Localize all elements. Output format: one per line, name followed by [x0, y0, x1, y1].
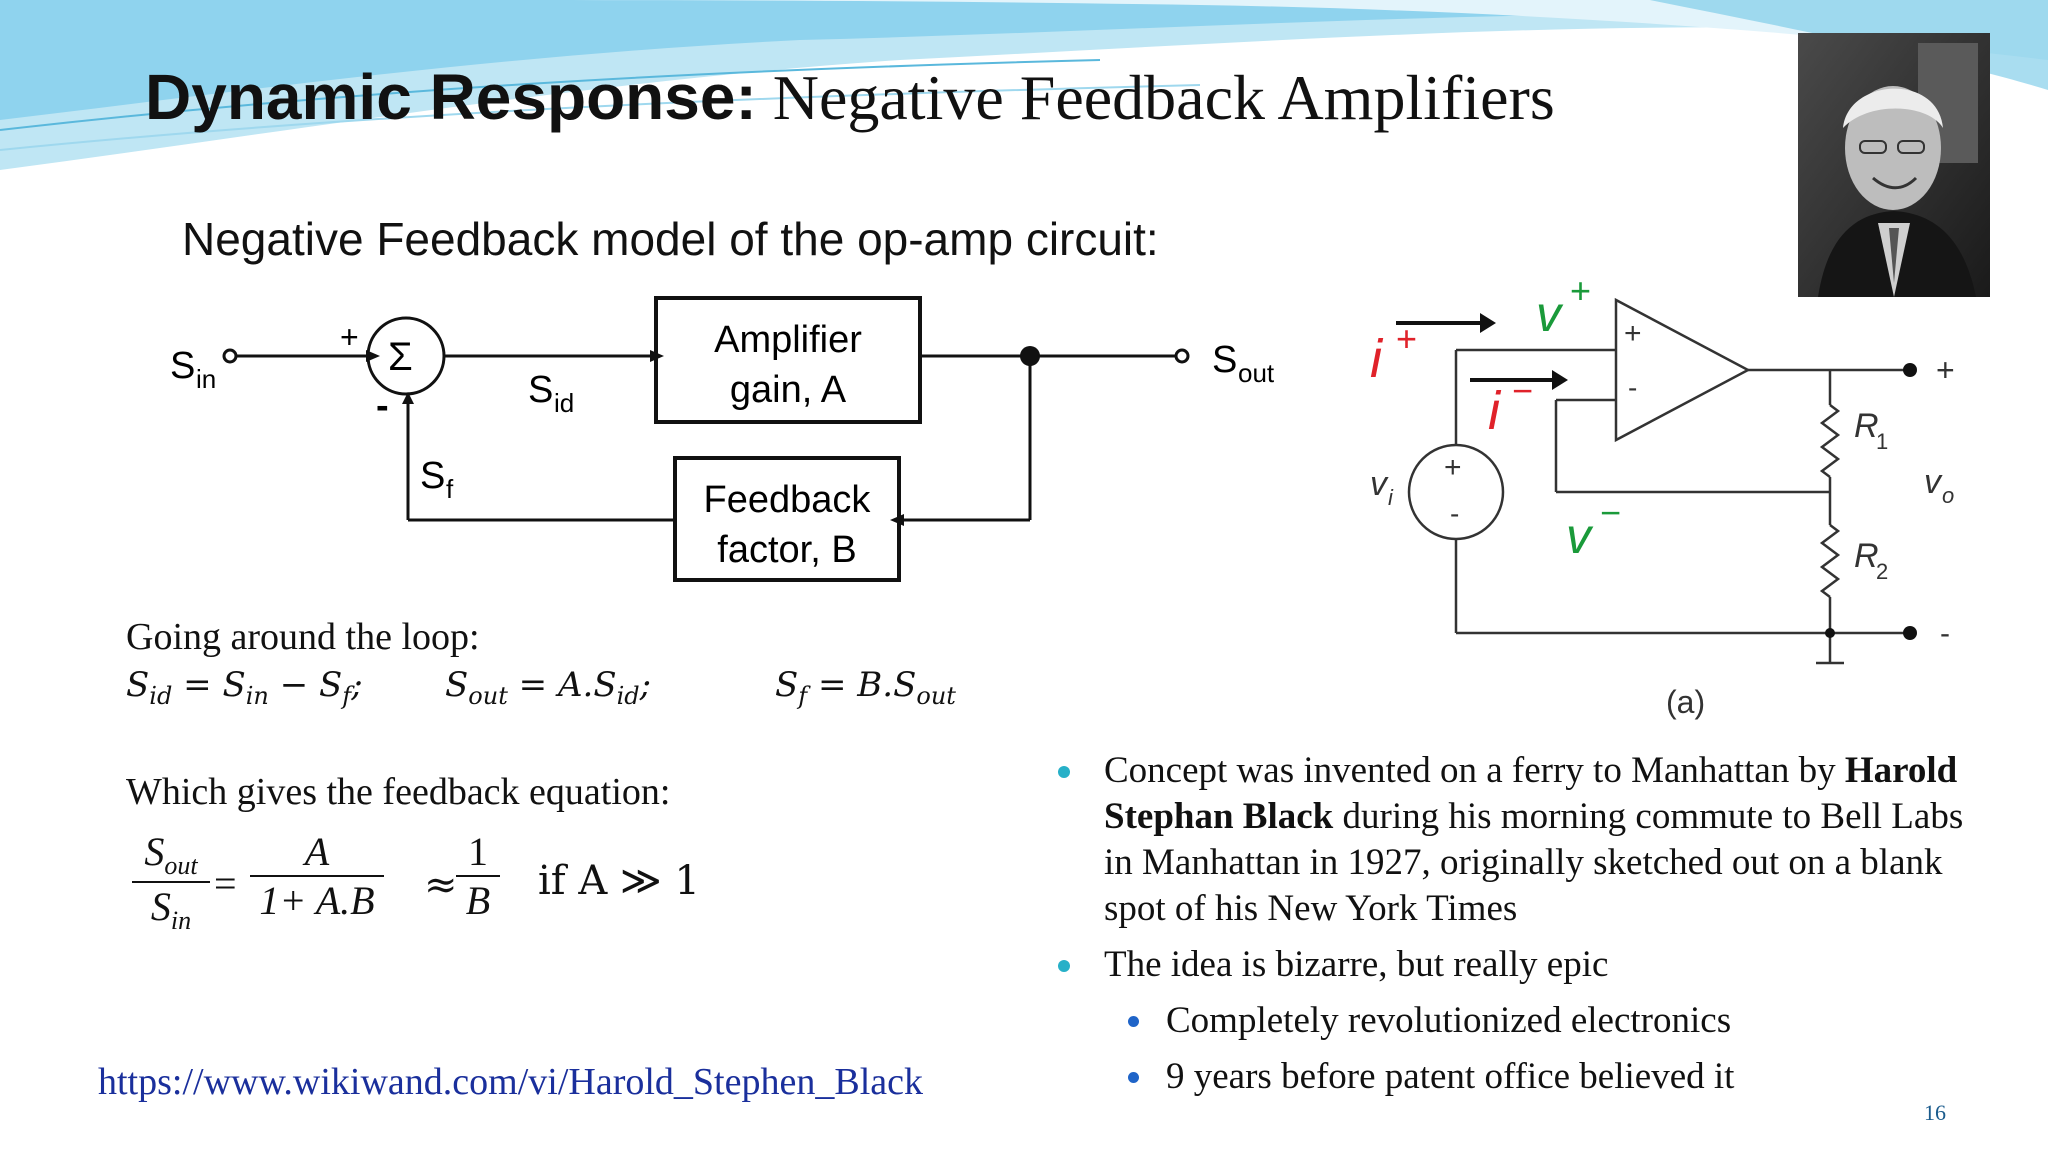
eq2-b: = A.S	[507, 665, 617, 705]
output-minus: -	[1940, 617, 1950, 650]
sf-label: S	[420, 455, 445, 497]
source-plus: +	[1444, 451, 1462, 484]
bullet-invention-name: Harold Stephan Black	[1104, 750, 1958, 837]
loop-heading: Going around the loop:	[126, 616, 480, 658]
vi-label: v	[1370, 465, 1389, 503]
equals-sign: =	[214, 861, 237, 906]
amplifier-line2: gain, A	[730, 369, 847, 411]
lhs-fraction: Sout Sin	[132, 828, 210, 936]
lhs-num-sub: out	[164, 851, 198, 880]
output-plus: +	[1936, 352, 1955, 388]
vo-sub: o	[1942, 483, 1954, 508]
r1-sub: 1	[1876, 429, 1888, 454]
opamp-circuit: + - + - i + i − v + v − v i R 1 R 2 v o …	[1370, 270, 1955, 720]
title-rest: Negative Feedback Amplifiers	[756, 62, 1555, 133]
feedback-condition: if A ≫ 1	[538, 858, 700, 904]
bullet-invention-pre: Concept was invented on a ferry to Manha…	[1104, 750, 1845, 791]
bullet-list: Concept was invented on a ferry to Manha…	[1058, 748, 1998, 1100]
bullet-patent: 9 years before patent office believed it	[1058, 1054, 1998, 1100]
bullet-invention-post: during his morning commute to Bell Labs …	[1104, 796, 1964, 929]
inverting-minus: -	[1628, 372, 1637, 403]
lhs-den: S	[150, 884, 171, 929]
rhs-num: 1	[468, 829, 488, 874]
v-minus-label: v	[1566, 508, 1594, 564]
i-plus-sup: +	[1396, 318, 1417, 359]
page-number: 16	[1924, 1100, 1946, 1125]
approx-sign: ≈	[424, 862, 458, 908]
bullet-revolutionized: Completely revolutionized electronics	[1058, 998, 1998, 1044]
input-label-sub: in	[196, 364, 216, 394]
feedback-block-diagram: S in Σ + - S id S f Amplifier gain, A Fe…	[170, 296, 1275, 582]
loop-equation-3: Sf = B.Sout	[775, 665, 956, 710]
eq3-b: = B.S	[807, 665, 917, 705]
bullet-idea: The idea is bizarre, but really epic	[1058, 942, 1998, 988]
loop-equation-1: Sid = Sin − Sf;	[126, 665, 363, 710]
circuit-caption: (a)	[1666, 684, 1705, 720]
v-plus-label: v	[1536, 286, 1564, 342]
eq2-b-sub: id	[616, 681, 640, 710]
slide-title: Dynamic Response: Negative Feedback Ampl…	[145, 62, 1555, 133]
amplifier-line1: Amplifier	[714, 319, 862, 361]
title-bold: Dynamic Response:	[145, 61, 757, 133]
r2-label: R	[1854, 537, 1879, 575]
mid-fraction: A 1+ A.B	[250, 828, 384, 924]
i-minus-sup: −	[1512, 370, 1533, 411]
r1-label: R	[1854, 407, 1879, 445]
mid-num: A	[304, 829, 330, 874]
eq1-a: S	[126, 665, 150, 705]
sum-plus: +	[340, 319, 359, 355]
sid-label: S	[528, 369, 553, 411]
i-plus-label: i	[1370, 329, 1384, 389]
noninverting-plus: +	[1624, 317, 1642, 350]
vi-sub: i	[1388, 485, 1394, 510]
input-label: S	[170, 345, 195, 387]
subtitle: Negative Feedback model of the op-amp ci…	[182, 213, 1159, 265]
feedback-heading: Which gives the feedback equation:	[126, 771, 671, 813]
sum-minus: -	[376, 385, 389, 427]
output-label: S	[1212, 339, 1237, 381]
eq2-a: S	[445, 665, 469, 705]
rhs-den: B	[456, 875, 500, 924]
mid-den: 1+ A.B	[250, 875, 384, 924]
eq3-b-sub: out	[916, 681, 956, 710]
eq2-end: ;	[639, 665, 652, 705]
lhs-den-sub: in	[170, 906, 192, 935]
loop-equation-2: Sout = A.Sid;	[445, 665, 651, 710]
eq1-a-sub: id	[149, 681, 173, 710]
portrait-photo	[1798, 33, 1990, 297]
rhs-fraction: 1 B	[456, 828, 500, 924]
eq1-b-sub: in	[245, 681, 269, 710]
output-label-sub: out	[1238, 358, 1275, 388]
eq3-a: S	[775, 665, 799, 705]
sf-sub: f	[446, 474, 454, 504]
eq2-a-sub: out	[468, 681, 508, 710]
eq1-end: ;	[351, 665, 363, 705]
eq3-a-sub: f	[798, 681, 808, 710]
feedback-line2: factor, B	[717, 529, 856, 571]
eq1-c-sub: f	[342, 681, 352, 710]
lhs-num: S	[144, 829, 165, 874]
i-minus-label: i	[1488, 381, 1502, 441]
eq1-b: = S	[172, 665, 246, 705]
background-waves	[0, 0, 2048, 170]
sid-sub: id	[554, 388, 574, 418]
vo-label: v	[1924, 463, 1943, 501]
v-minus-sup: −	[1600, 492, 1621, 533]
feedback-line1: Feedback	[704, 479, 872, 521]
bullet-invention: Concept was invented on a ferry to Manha…	[1058, 748, 1998, 932]
r2-sub: 2	[1876, 559, 1888, 584]
eq1-c: − S	[268, 665, 343, 705]
v-plus-sup: +	[1570, 270, 1591, 311]
wikiwand-link[interactable]: https://www.wikiwand.com/vi/Harold_Steph…	[98, 1061, 923, 1103]
sum-symbol: Σ	[388, 335, 413, 379]
source-minus: -	[1450, 498, 1459, 529]
